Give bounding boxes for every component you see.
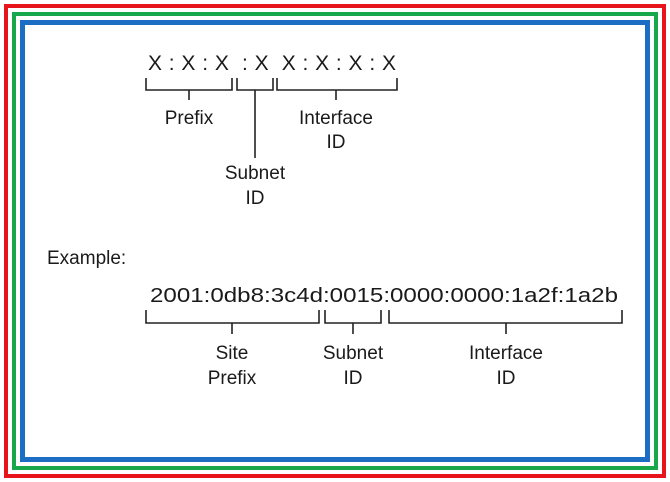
site-prefix-bracket [145, 310, 320, 324]
outer-red-border [4, 4, 666, 478]
prefix-bracket [145, 78, 233, 91]
subnet-bracket [236, 78, 274, 91]
interface-bracket [276, 78, 398, 91]
prefix-label: Prefix [165, 108, 214, 129]
example-interface-bracket [388, 310, 623, 324]
address-format-pattern: X : X : X : X X : X : X : X [148, 52, 396, 75]
middle-green-border [12, 12, 658, 470]
subnet-label-line1: Subnet [225, 163, 286, 184]
site-prefix-label-line2: Prefix [208, 368, 257, 389]
example-interface-label-line2: ID [497, 368, 516, 389]
example-subnet-bracket [324, 310, 382, 324]
example-heading: Example: [47, 248, 126, 269]
example-subnet-label-line2: ID [344, 368, 363, 389]
inner-blue-border [20, 20, 650, 462]
site-prefix-label-line1: Site [216, 343, 249, 364]
interface-label-line1: Interface [299, 108, 373, 129]
example-subnet-label-line1: Subnet [323, 343, 384, 364]
example-address: 2001:0db8:3c4d:0015:0000:0000:1a2f:1a2b [150, 285, 618, 307]
subnet-label-line2: ID [246, 188, 265, 209]
interface-label-line2: ID [327, 132, 346, 153]
example-interface-label-line1: Interface [469, 343, 543, 364]
